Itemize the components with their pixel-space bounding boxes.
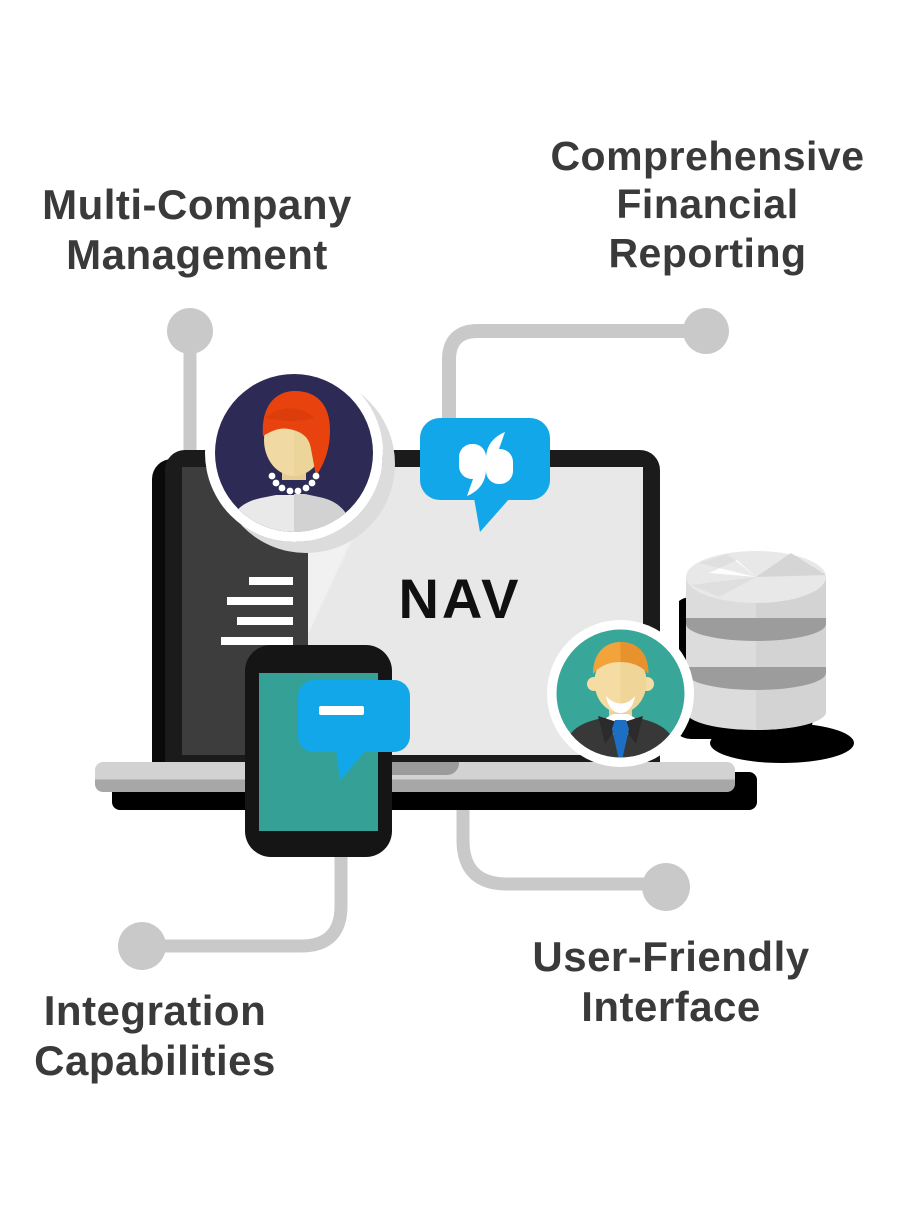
product-name-on-screen: NAV xyxy=(398,567,522,630)
feature-label-user-friendly-interface: User-Friendly Interface xyxy=(532,933,810,1030)
connector-node xyxy=(167,308,213,354)
man-avatar xyxy=(547,620,694,767)
chat-bubble-icon xyxy=(298,680,410,781)
sidebar-menu-line xyxy=(249,577,293,585)
chat-sync-icon xyxy=(420,418,550,532)
database-icon xyxy=(679,551,854,763)
sidebar-menu-line xyxy=(227,597,293,605)
connector-node xyxy=(118,922,166,970)
sidebar-menu-line xyxy=(237,617,293,625)
feature-label-multi-company-management: Multi-Company Management xyxy=(42,181,352,278)
connector-node xyxy=(683,308,729,354)
sidebar-menu-line xyxy=(221,637,293,645)
feature-label-comprehensive-financial-reporting: Comprehensive Financial Reporting xyxy=(550,133,865,276)
woman-avatar xyxy=(205,364,383,542)
connector-node xyxy=(642,863,690,911)
connector-bottom-left xyxy=(150,845,348,953)
feature-label-integration-capabilities: Integration Capabilities xyxy=(34,987,276,1084)
laptop-base-notch xyxy=(375,762,459,775)
connector-bottom-right xyxy=(456,790,650,891)
connector-top-right xyxy=(442,324,705,440)
